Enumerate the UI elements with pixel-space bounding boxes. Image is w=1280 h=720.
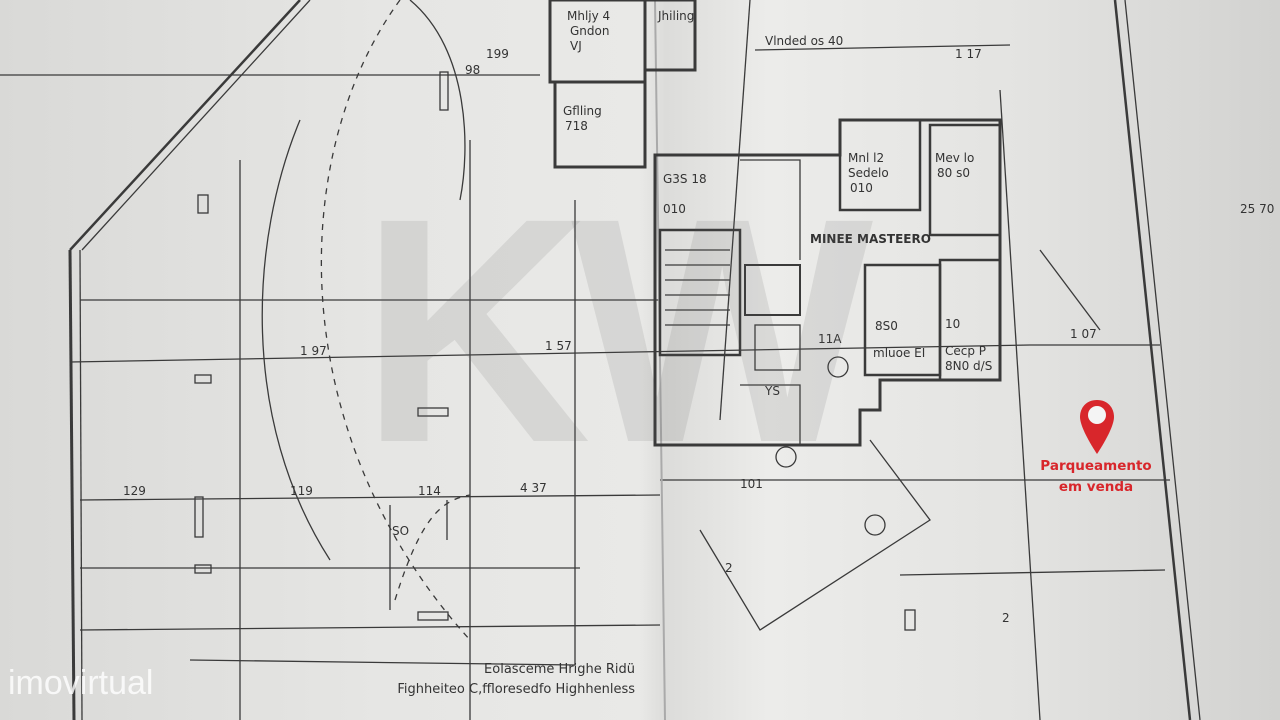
map-pin-icon — [1080, 400, 1114, 454]
svg-text:199: 199 — [486, 47, 509, 61]
svg-text:1 97: 1 97 — [300, 344, 327, 358]
svg-text:8N0 d/S: 8N0 d/S — [945, 359, 992, 373]
svg-text:YS: YS — [764, 384, 780, 398]
plan-title-block: Eolasceme Hrighe Ridü Fighheiteo C,fflor… — [380, 660, 635, 700]
svg-text:2: 2 — [725, 561, 733, 575]
svg-text:119: 119 — [290, 484, 313, 498]
svg-text:11A: 11A — [818, 332, 842, 346]
svg-text:Gflling: Gflling — [563, 104, 602, 118]
svg-text:25 70: 25 70 — [1240, 202, 1274, 216]
svg-text:1 17: 1 17 — [955, 47, 982, 61]
svg-text:Sedelo: Sedelo — [848, 166, 889, 180]
svg-text:Mev lo: Mev lo — [935, 151, 974, 165]
svg-text:VJ: VJ — [570, 39, 582, 53]
svg-text:101: 101 — [740, 477, 763, 491]
svg-text:2: 2 — [1002, 611, 1010, 625]
svg-text:Jhiling: Jhiling — [657, 9, 694, 23]
svg-text:Mnl l2: Mnl l2 — [848, 151, 884, 165]
svg-text:Vlnded os 40: Vlnded os 40 — [765, 34, 843, 48]
svg-text:Mhljy 4: Mhljy 4 — [567, 9, 610, 23]
plan-title-line-1: Eolasceme Hrighe Ridü — [484, 662, 635, 677]
svg-text:Gndon: Gndon — [570, 24, 609, 38]
svg-text:010: 010 — [663, 202, 686, 216]
svg-text:80 s0: 80 s0 — [937, 166, 970, 180]
svg-text:SO: SO — [392, 524, 409, 538]
svg-text:MINEE MASTEERO: MINEE MASTEERO — [810, 232, 931, 246]
parking-for-sale-label: Parqueamento em venda — [1018, 456, 1174, 498]
label-line-2: em venda — [1058, 479, 1134, 495]
label-line-1: Parqueamento — [1040, 458, 1152, 474]
svg-text:1 57: 1 57 — [545, 339, 572, 353]
svg-text:129: 129 — [123, 484, 146, 498]
plan-title-line-2: Fighheiteo C,ffloresedfo Highhenless — [397, 682, 635, 697]
svg-text:Cecp P: Cecp P — [945, 344, 986, 358]
kw-watermark: KW — [360, 151, 873, 509]
svg-text:4 37: 4 37 — [520, 481, 547, 495]
svg-text:10: 10 — [945, 317, 960, 331]
svg-text:718: 718 — [565, 119, 588, 133]
svg-text:8S0: 8S0 — [875, 319, 898, 333]
svg-text:G3S 18: G3S 18 — [663, 172, 707, 186]
svg-text:114: 114 — [418, 484, 441, 498]
svg-text:98: 98 — [465, 63, 480, 77]
svg-text:mluoe EI: mluoe EI — [873, 346, 925, 360]
svg-text:1 07: 1 07 — [1070, 327, 1097, 341]
imovirtual-watermark: imovirtual — [8, 664, 154, 702]
svg-text:010: 010 — [850, 181, 873, 195]
